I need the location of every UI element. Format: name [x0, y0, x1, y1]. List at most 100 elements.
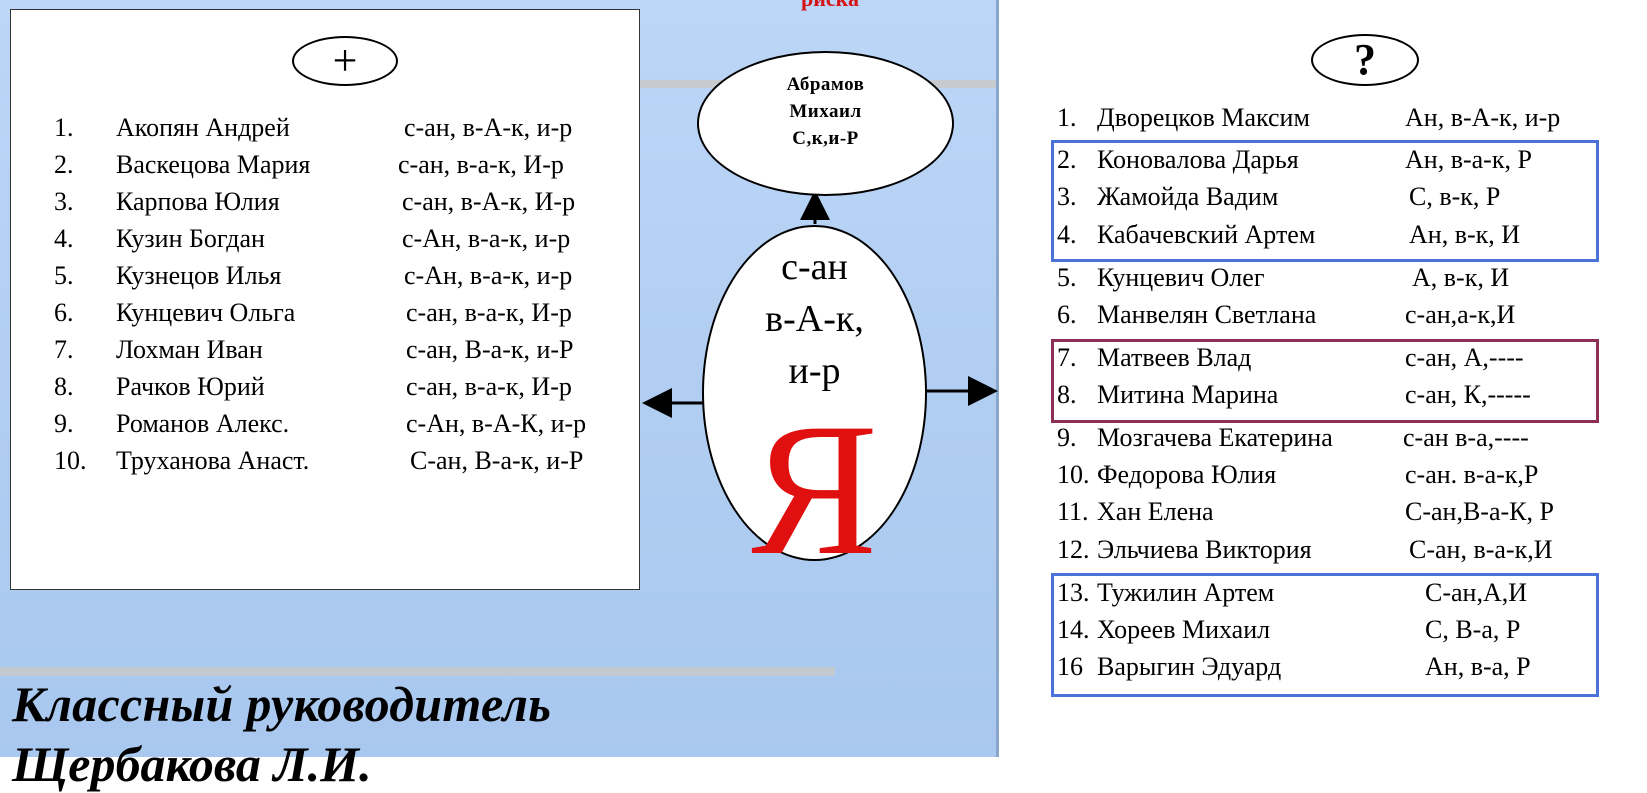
student-grade: с-Ан, в-а-к, и-р — [402, 224, 571, 253]
student-grade: Ан, в-А-к, и-р — [1405, 103, 1561, 132]
footer-teacher-name: Щербакова Л.И. — [12, 736, 372, 792]
student-grade: с-ан, А,---- — [1405, 343, 1524, 372]
student-grade: Ан, в-а, Р — [1425, 652, 1531, 681]
plus-sign-ellipse: + — [292, 36, 398, 86]
abramov-ellipse: Абрамов Михаил С,к,и-Р — [697, 51, 954, 196]
student-name: Манвелян Светлана — [1097, 300, 1317, 329]
list-item: 9. Романов Алекс. с-Ан, в-А-К, и-р — [54, 409, 634, 443]
question-sign: ? — [1354, 35, 1376, 84]
student-grade: с-ан, В-а-к, и-Р — [406, 335, 574, 364]
student-name: Кабачевский Артем — [1097, 220, 1316, 249]
student-name: Рачков Юрий — [116, 372, 265, 401]
footer-title: Классный руководитель — [12, 676, 552, 732]
student-name: Федорова Юлия — [1097, 460, 1277, 489]
student-name: Варыгин Эдуард — [1097, 652, 1282, 681]
student-name: Кузин Богдан — [116, 224, 265, 253]
student-grade: с-ан в-а,---- — [1403, 423, 1529, 452]
group-box-7-8 — [1051, 339, 1599, 423]
item-number: 2. — [54, 150, 74, 179]
student-name: Коновалова Дарья — [1097, 145, 1299, 174]
student-name: Жамойда Вадим — [1097, 182, 1279, 211]
slide-divider — [996, 0, 999, 757]
list-item: 2. Васкецова Мария с-ан, в-а-к, И-р — [54, 150, 634, 184]
student-name: Митина Марина — [1097, 380, 1279, 409]
item-number: 9. — [54, 409, 74, 438]
item-number: 8. — [54, 372, 74, 401]
item-number: 8. — [1057, 380, 1077, 409]
list-item: 10. Труханова Анаст. С-ан, В-а-к, и-Р — [54, 446, 634, 480]
student-name: Кунцевич Ольга — [116, 298, 296, 327]
student-grade: С, В-а, Р — [1425, 615, 1521, 644]
list-item: 13.Тужилин Артем С-ан,А,И — [1057, 578, 1597, 614]
positive-students-panel — [10, 9, 640, 590]
self-grade-line-2: в-А-к, — [765, 298, 864, 340]
student-name: Кунцевич Олег — [1097, 263, 1265, 292]
item-number: 3. — [1057, 182, 1077, 211]
item-number: 9. — [1057, 423, 1077, 452]
student-grade: С-ан, в-а-к,И — [1409, 535, 1553, 564]
student-name: Тужилин Артем — [1097, 578, 1275, 607]
student-grade: с-ан, в-а-к, И-р — [406, 298, 572, 327]
list-item: 12.Эльчиева Виктория С-ан, в-а-к,И — [1057, 535, 1597, 571]
item-number: 7. — [54, 335, 74, 364]
student-name: Матвеев Влад — [1097, 343, 1252, 372]
item-number: 5. — [1057, 263, 1077, 292]
student-name: Лохман Иван — [116, 335, 263, 364]
item-number: 11. — [1057, 497, 1089, 526]
group-box-13-16 — [1051, 573, 1599, 697]
student-grade: с-Ан, в-А-К, и-р — [406, 409, 587, 438]
student-grade: с-ан, в-а-к, И-р — [406, 372, 572, 401]
item-number: 3. — [54, 187, 74, 216]
item-number: 10. — [54, 446, 87, 475]
student-name: Васкецова Мария — [116, 150, 311, 179]
abramov-line-1: Абрамов — [786, 74, 865, 95]
decorative-stripe-bottom — [0, 667, 835, 676]
student-name: Мозгачева Екатерина — [1097, 423, 1333, 452]
student-name: Романов Алекс. — [116, 409, 290, 438]
self-grade-line-3: и-р — [788, 350, 841, 392]
abramov-line-2: Михаил — [789, 101, 862, 122]
list-item: 5. Кунцевич Олег А, в-к, И — [1057, 263, 1597, 299]
student-grade: с-ан, К,----- — [1405, 380, 1531, 409]
student-grade: с-ан. в-а-к,Р — [1405, 460, 1539, 489]
item-number: 4. — [1057, 220, 1077, 249]
student-grade: Ан, в-а-к, Р — [1405, 145, 1532, 174]
item-number: 13. — [1057, 578, 1090, 607]
student-name: Дворецков Максим — [1097, 103, 1310, 132]
item-number: 14. — [1057, 615, 1090, 644]
student-grade: С-ан,А,И — [1425, 578, 1528, 607]
student-name: Труханова Анаст. — [116, 446, 310, 475]
list-item: 3. Жамойда Вадим С, в-к, Р — [1057, 182, 1597, 218]
list-item: 9. Мозгачева Екатерина с-ан в-а,---- — [1057, 423, 1597, 459]
plus-sign: + — [332, 36, 358, 85]
item-number: 16 — [1057, 652, 1083, 681]
self-grade-line-1: с-ан — [781, 246, 848, 288]
student-grade: С, в-к, Р — [1409, 182, 1501, 211]
list-item: 7. Лохман Иван с-ан, В-а-к, и-Р — [54, 335, 634, 369]
student-grade: А, в-к, И — [1412, 263, 1510, 292]
self-grade-text: с-ан в-А-к, и-р — [704, 241, 925, 397]
self-ellipse: с-ан в-А-к, и-р Я — [702, 225, 927, 585]
item-number: 12. — [1057, 535, 1090, 564]
student-grade: Ан, в-к, И — [1409, 220, 1521, 249]
item-number: 5. — [54, 261, 74, 290]
item-number: 6. — [1057, 300, 1077, 329]
question-sign-ellipse: ? — [1311, 34, 1419, 86]
top-label: риска — [700, 0, 960, 12]
student-grade: с-ан, в-а-к, И-р — [398, 150, 564, 179]
student-grade: с-ан, в-А-к, и-р — [404, 113, 573, 142]
item-number: 7. — [1057, 343, 1077, 372]
list-item: 8. Рачков Юрий с-ан, в-а-к, И-р — [54, 372, 634, 406]
list-item: 16 Варыгин Эдуард Ан, в-а, Р — [1057, 652, 1597, 688]
student-grade: С-ан, В-а-к, и-Р — [410, 446, 584, 475]
student-name: Эльчиева Виктория — [1097, 535, 1312, 564]
group-box-2-4 — [1051, 140, 1599, 262]
